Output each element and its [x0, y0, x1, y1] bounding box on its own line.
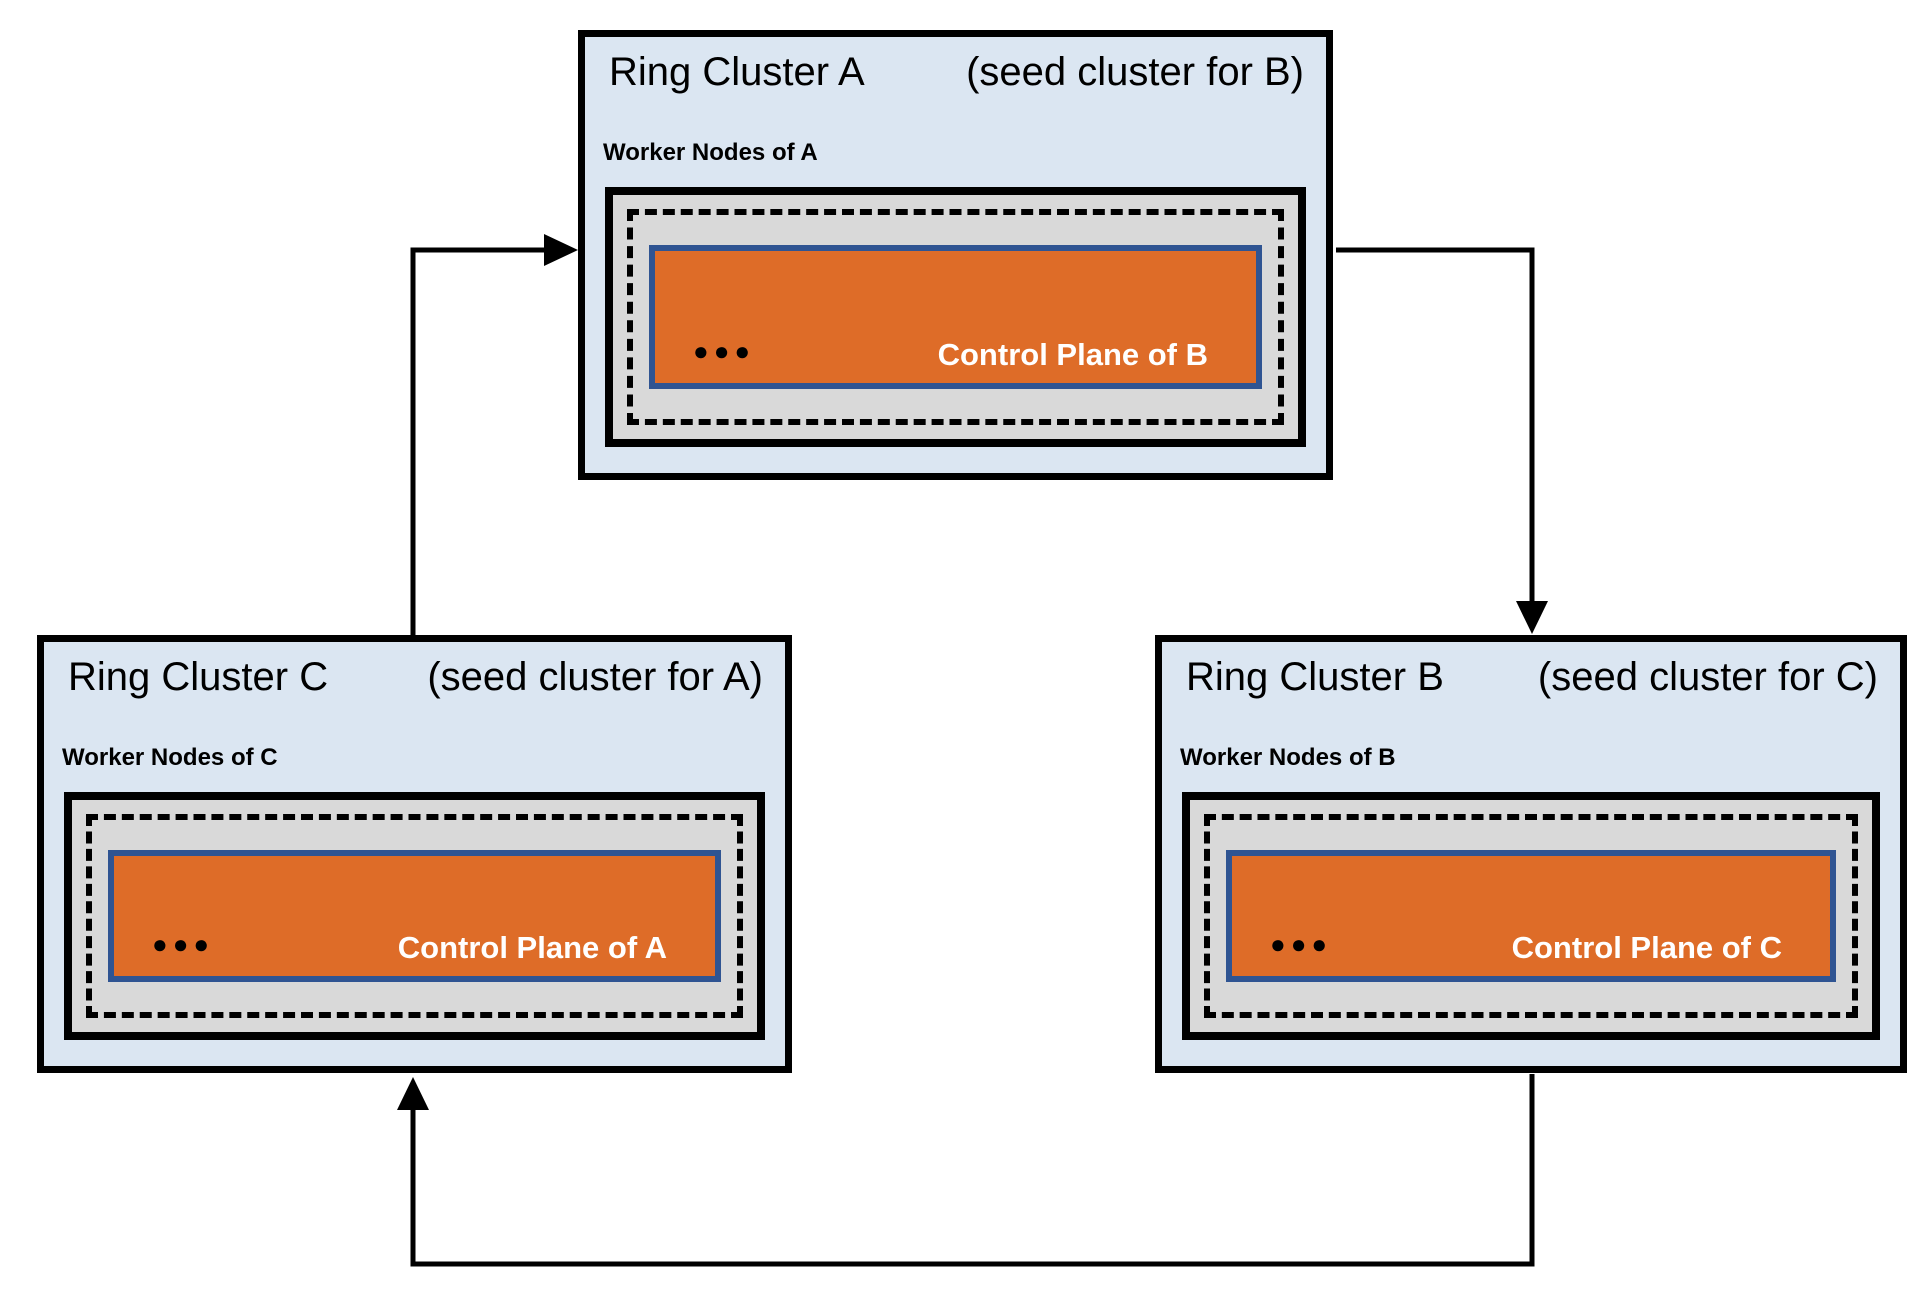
- cluster-a-control-plane-label: Control Plane of B: [937, 336, 1208, 372]
- cluster-b-title: Ring Cluster B: [1186, 655, 1444, 699]
- arrow-c-to-a-head: [544, 234, 578, 266]
- cluster-b-control-plane-box: ●●● Control Plane of C: [1226, 850, 1836, 982]
- arrow-c-to-a-line: [410, 247, 544, 636]
- cluster-b-worker-nodes-box: ●●● Control Plane of C: [1182, 792, 1880, 1040]
- cluster-c-control-plane-label: Control Plane of A: [397, 929, 667, 965]
- cluster-a-dashed-boundary: ●●● Control Plane of B: [627, 209, 1284, 425]
- cluster-b-worker-nodes-label: Worker Nodes of B: [1180, 744, 1396, 771]
- cluster-c-control-plane-box: ●●● Control Plane of A: [108, 850, 721, 982]
- cluster-b-control-plane-label: Control Plane of C: [1511, 929, 1782, 965]
- arrow-a-to-b-line: [1336, 247, 1535, 601]
- cluster-c-title: Ring Cluster C: [68, 655, 329, 699]
- ellipsis-dots-icon: ●●●: [152, 929, 215, 959]
- arrow-b-to-c-line: [410, 1074, 1535, 1267]
- cluster-c-worker-nodes-box: ●●● Control Plane of A: [64, 792, 765, 1040]
- ellipsis-dots-icon: ●●●: [1270, 929, 1333, 959]
- cluster-b-dashed-boundary: ●●● Control Plane of C: [1204, 814, 1858, 1018]
- arrow-a-to-b-head: [1516, 601, 1548, 634]
- cluster-a-worker-nodes-label: Worker Nodes of A: [603, 139, 818, 166]
- cluster-a-worker-nodes-box: ●●● Control Plane of B: [605, 187, 1306, 447]
- cluster-b-seed-note: (seed cluster for C): [1537, 655, 1878, 699]
- cluster-c-worker-nodes-label: Worker Nodes of C: [62, 744, 278, 771]
- cluster-a-seed-note: (seed cluster for B): [966, 50, 1304, 94]
- arrow-b-to-c-head: [397, 1077, 429, 1110]
- cluster-a-control-plane-box: ●●● Control Plane of B: [649, 245, 1262, 389]
- cluster-c-seed-note: (seed cluster for A): [427, 655, 763, 699]
- ellipsis-dots-icon: ●●●: [693, 336, 756, 366]
- cluster-a: Ring Cluster A (seed cluster for B) Work…: [578, 30, 1333, 480]
- cluster-c: Ring Cluster C (seed cluster for A) Work…: [37, 635, 792, 1073]
- cluster-c-dashed-boundary: ●●● Control Plane of A: [86, 814, 743, 1018]
- cluster-a-title: Ring Cluster A: [609, 50, 865, 94]
- cluster-b: Ring Cluster B (seed cluster for C) Work…: [1155, 635, 1907, 1073]
